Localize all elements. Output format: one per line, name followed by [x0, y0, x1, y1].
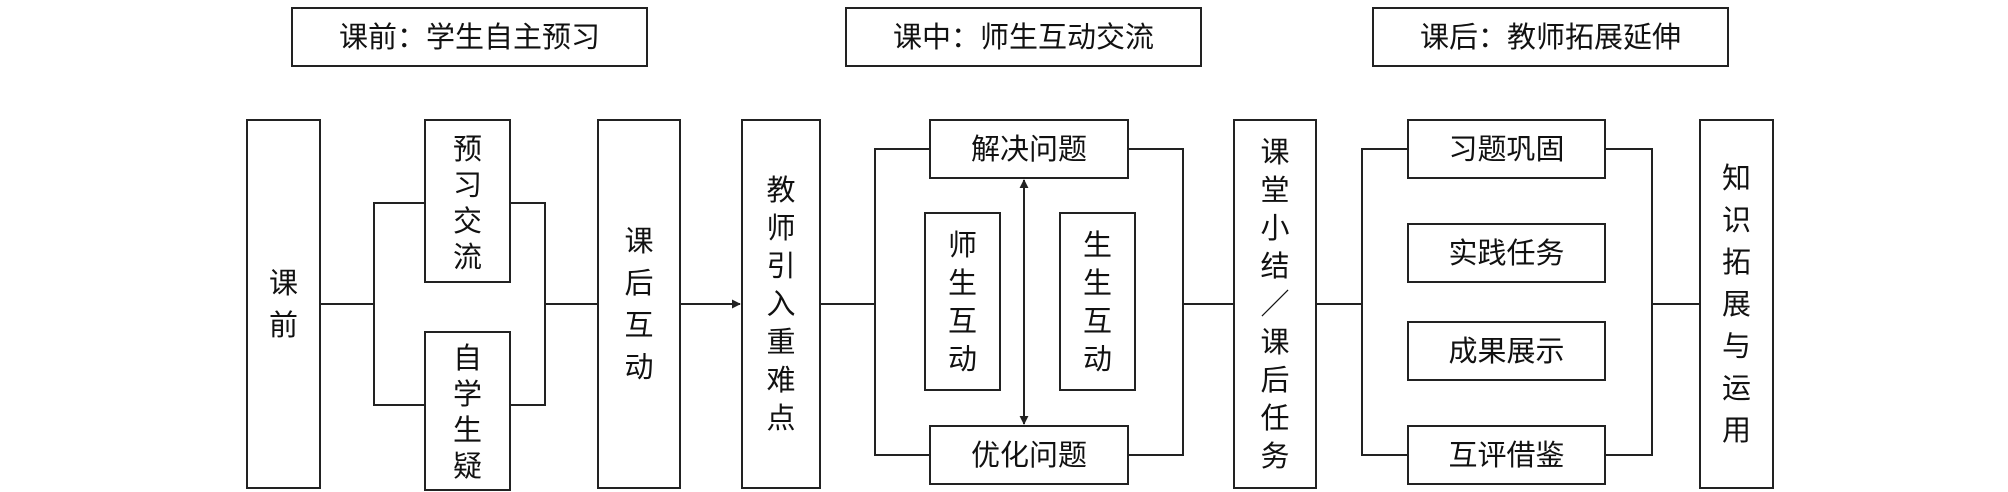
node-summary-label: 课堂小结／课后任务 — [1260, 135, 1289, 473]
node-before-label: 课前 — [269, 266, 298, 342]
node-solve-label: 解决问题 — [971, 132, 1087, 166]
node-teacher-intro-label: 教师引入重难点 — [766, 173, 795, 435]
node-extend: 知识拓展与运用 — [1699, 119, 1774, 489]
node-optimize-label: 优化问题 — [971, 438, 1087, 472]
stage-mid-label: 课中：师生互动交流 — [893, 20, 1154, 54]
node-extend-label: 知识拓展与运用 — [1722, 161, 1751, 447]
stage-post: 课后：教师拓展延伸 — [1372, 7, 1729, 67]
node-results: 成果展示 — [1407, 321, 1606, 381]
node-results-label: 成果展示 — [1448, 334, 1564, 368]
stage-pre-label: 课前：学生自主预习 — [339, 20, 600, 54]
node-exercise: 习题巩固 — [1407, 119, 1606, 179]
node-practice: 实践任务 — [1407, 223, 1606, 283]
node-exercise-label: 习题巩固 — [1448, 132, 1564, 166]
node-teacher-intro: 教师引入重难点 — [741, 119, 821, 489]
node-teacher-student: 师生互动 — [924, 212, 1001, 391]
node-student-student: 生生互动 — [1059, 212, 1136, 391]
node-selfstudy-label: 自学生疑 — [453, 341, 482, 483]
node-before: 课前 — [246, 119, 321, 489]
node-summary: 课堂小结／课后任务 — [1233, 119, 1317, 489]
node-solve: 解决问题 — [929, 119, 1129, 179]
node-afterclass: 课后互动 — [597, 119, 681, 489]
stage-mid: 课中：师生互动交流 — [845, 7, 1202, 67]
connectors — [320, 148, 1700, 456]
node-peer-review: 互评借鉴 — [1407, 425, 1606, 485]
node-peer-review-label: 互评借鉴 — [1448, 438, 1564, 472]
node-teacher-student-label: 师生互动 — [948, 228, 977, 376]
node-student-student-label: 生生互动 — [1083, 228, 1112, 376]
node-preview-label: 预习交流 — [453, 132, 482, 274]
node-preview: 预习交流 — [424, 119, 511, 283]
node-afterclass-label: 课后互动 — [624, 224, 653, 384]
node-optimize: 优化问题 — [929, 425, 1129, 485]
stage-post-label: 课后：教师拓展延伸 — [1420, 20, 1681, 54]
node-practice-label: 实践任务 — [1448, 236, 1564, 270]
stage-pre: 课前：学生自主预习 — [291, 7, 648, 67]
node-selfstudy: 自学生疑 — [424, 331, 511, 491]
